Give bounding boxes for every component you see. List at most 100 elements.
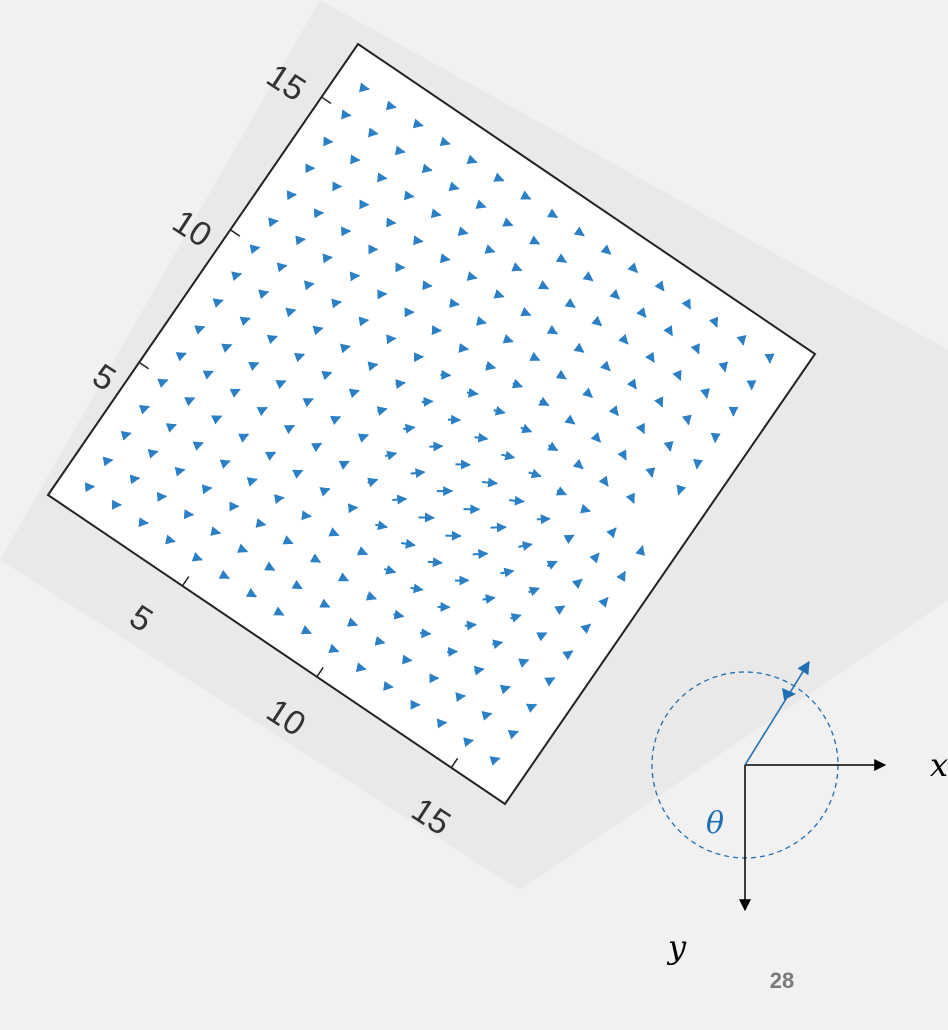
- quiver-arrow: [502, 333, 514, 344]
- quiver-arrow: [393, 609, 405, 620]
- quiver-arrow: [626, 378, 637, 390]
- quiver-arrow: [292, 469, 304, 479]
- quiver-arrow: [218, 569, 230, 580]
- quiver-arrow: [482, 477, 499, 488]
- quiver-arrow: [449, 298, 460, 309]
- quiver-arrow: [338, 460, 350, 470]
- quiver-arrow: [328, 527, 340, 537]
- quiver-arrow: [463, 737, 474, 748]
- quiver-arrow: [429, 441, 444, 452]
- quiver-arrow: [555, 253, 567, 264]
- quiver-arrow: [600, 244, 612, 255]
- arrow-field: [84, 82, 775, 766]
- quiver-arrow: [485, 360, 497, 371]
- quiver-arrow: [555, 486, 567, 496]
- quiver-arrow: [194, 325, 206, 335]
- quiver-arrow: [430, 208, 442, 219]
- quiver-arrow: [598, 475, 609, 487]
- quiver-arrow: [421, 396, 434, 407]
- quiver-arrow: [410, 468, 426, 479]
- quiver-arrow: [346, 617, 359, 627]
- quiver-arrow: [564, 298, 576, 309]
- quiver-arrow: [529, 235, 541, 245]
- quiver-arrow: [493, 172, 505, 182]
- quiver-arrow: [302, 398, 314, 408]
- quiver-arrow: [499, 684, 511, 695]
- quiver-arrow: [231, 271, 243, 282]
- quiver-arrow: [420, 628, 432, 639]
- vector-arrow: [744, 660, 810, 766]
- quiver-arrow: [311, 442, 323, 453]
- y-tick-10: [229, 229, 241, 237]
- quiver-arrow: [526, 703, 538, 713]
- quiver-arrow: [636, 307, 647, 318]
- quiver-arrow: [466, 154, 478, 165]
- quiver-arrow: [520, 190, 532, 200]
- quiver-arrow: [466, 387, 479, 398]
- quiver-arrow: [403, 190, 415, 201]
- quiver-arrow: [681, 298, 692, 310]
- quiver-arrow: [563, 534, 575, 545]
- quiver-arrow: [538, 396, 550, 407]
- quiver-arrow: [598, 596, 609, 608]
- quiver-arrow: [321, 370, 333, 381]
- quiver-arrow: [427, 557, 443, 568]
- quiver-arrow: [365, 591, 377, 601]
- quiver-arrow: [617, 449, 627, 461]
- quiver-arrow: [410, 583, 424, 594]
- quiver-arrow: [700, 388, 710, 399]
- quiver-arrow: [165, 423, 177, 433]
- quiver-arrow: [264, 561, 276, 572]
- quiver-arrow: [255, 518, 267, 528]
- quiver-arrow: [339, 343, 351, 354]
- quiver-arrow: [402, 654, 413, 665]
- quiver-arrow: [489, 756, 501, 766]
- quiver-arrow: [518, 658, 530, 668]
- quiver-arrow: [580, 623, 592, 634]
- quiver-arrow: [474, 432, 489, 443]
- quiver-arrow: [249, 244, 261, 255]
- quiver-arrow: [175, 352, 187, 362]
- quiver-arrow: [431, 325, 442, 336]
- quiver-arrow: [736, 334, 747, 346]
- quiver-arrow: [384, 450, 398, 461]
- quiver-arrow: [355, 662, 367, 673]
- quiver-arrow: [511, 378, 523, 389]
- quiver-arrow: [509, 495, 525, 506]
- axis-ticks: [138, 96, 459, 769]
- quiver-arrow: [473, 665, 485, 676]
- quiver-arrow: [229, 388, 241, 398]
- quiver-arrow: [555, 369, 567, 380]
- quiver-arrow: [520, 423, 533, 434]
- quiver-arrow: [236, 543, 249, 553]
- quiver-arrow: [529, 351, 541, 362]
- quiver-arrow: [507, 729, 519, 740]
- quiver-arrow: [192, 441, 204, 451]
- quiver-arrow: [403, 423, 416, 434]
- quiver-arrow: [690, 343, 700, 355]
- quiver-arrow: [266, 334, 278, 345]
- y-axis-label: y: [666, 928, 687, 966]
- quiver-arrow: [358, 82, 370, 93]
- quiver-arrow: [319, 598, 331, 608]
- quiver-arrow: [412, 118, 424, 129]
- quiver-arrow: [663, 325, 674, 337]
- quiver-arrow: [283, 424, 295, 435]
- quiver-arrow: [439, 136, 451, 147]
- quiver-arrow: [331, 298, 342, 309]
- quiver-arrow: [663, 441, 674, 452]
- quiver-arrow: [245, 587, 258, 598]
- quiver-arrow: [537, 280, 550, 290]
- quiver-arrow: [627, 262, 638, 274]
- angle-diagram: x y θ: [651, 660, 948, 966]
- quiver-arrow: [502, 217, 514, 227]
- quiver-arrow: [413, 235, 424, 246]
- quiver-arrow: [268, 217, 279, 228]
- quiver-arrow: [518, 541, 533, 551]
- quiver-arrow: [579, 503, 591, 514]
- quiver-arrow: [275, 380, 287, 390]
- quiver-arrow: [348, 388, 360, 399]
- quiver-arrow: [322, 253, 333, 264]
- quiver-arrow: [248, 361, 260, 372]
- quiver-arrow: [367, 477, 379, 488]
